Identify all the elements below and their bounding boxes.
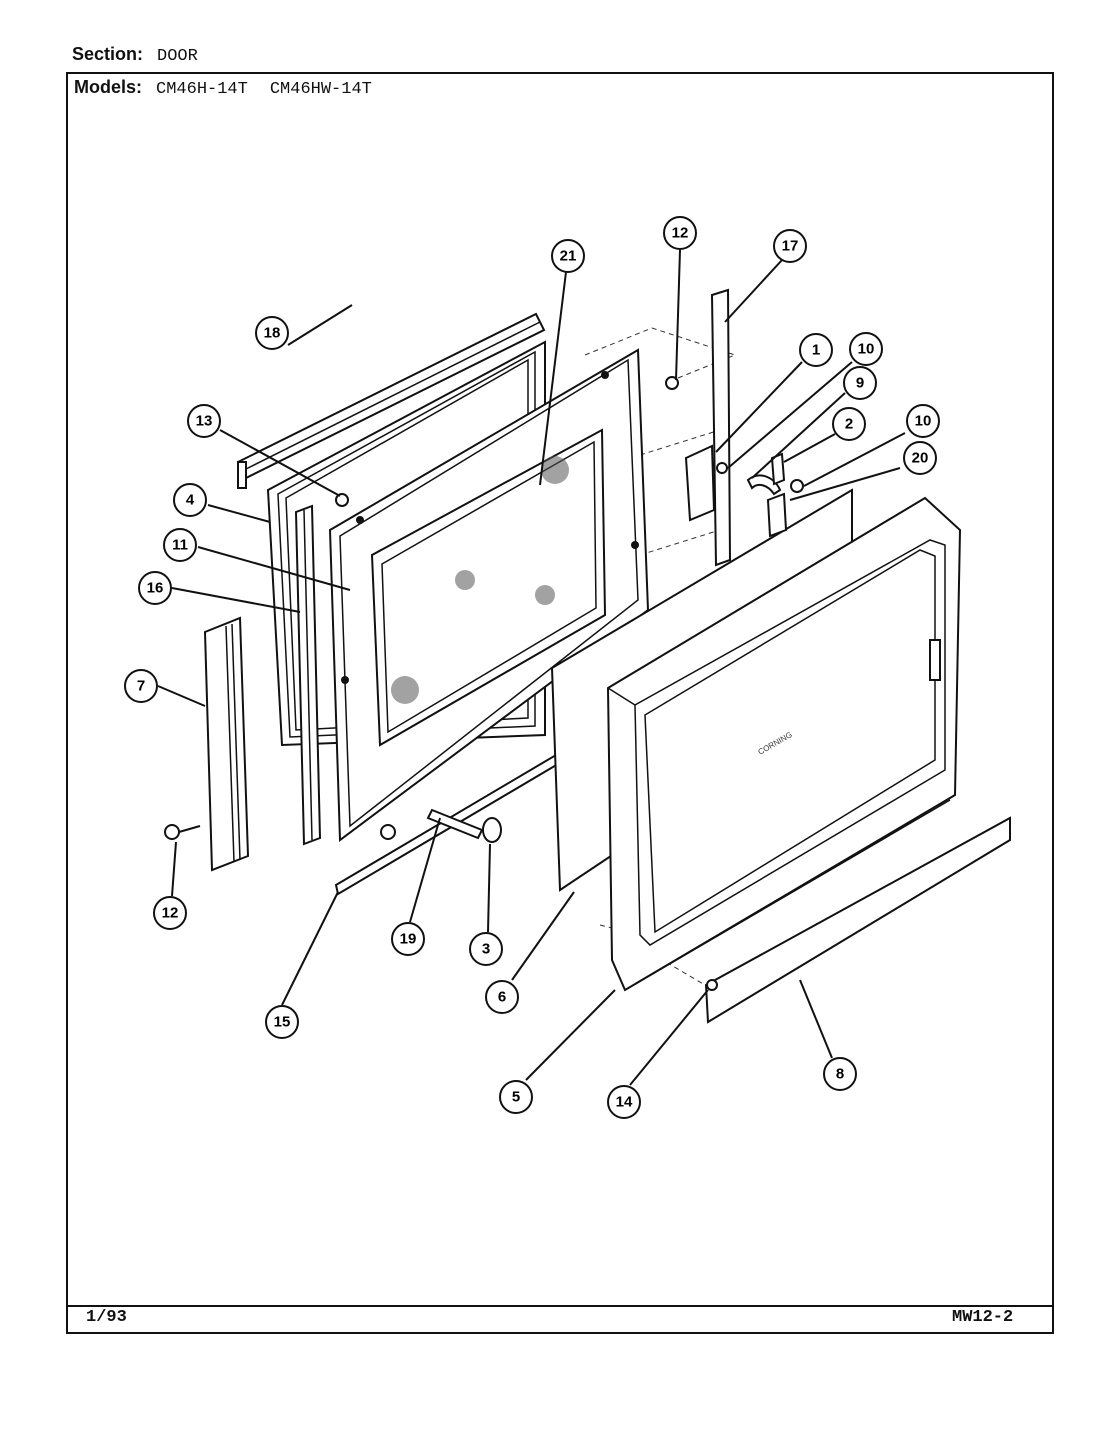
bottom-screw-part: [706, 979, 718, 991]
side-seal-part: [294, 504, 322, 846]
svg-text:12: 12: [672, 225, 689, 242]
svg-text:8: 8: [836, 1066, 844, 1083]
callout-17: 17: [773, 229, 807, 263]
svg-text:7: 7: [137, 678, 145, 695]
callout-leaders: [157, 249, 906, 1086]
section-heading: Section: DOOR: [72, 44, 198, 66]
footer-date: 1/93: [86, 1308, 127, 1327]
model-number-2: CM46HW-14T: [269, 80, 372, 99]
callout-10-lower: 10: [906, 404, 940, 438]
callout-9: 9: [843, 366, 877, 400]
callout-5: 5: [499, 1080, 533, 1114]
footer-page-code: MW12-2: [952, 1308, 1014, 1327]
svg-text:3: 3: [482, 941, 490, 958]
svg-text:15: 15: [274, 1014, 291, 1031]
callout-18: 18: [255, 316, 289, 350]
top-trim-part: [236, 312, 546, 489]
svg-text:10: 10: [858, 341, 875, 358]
callout-21: 21: [551, 239, 585, 273]
svg-text:10: 10: [915, 413, 932, 430]
model-number-1: CM46H-14T: [156, 80, 248, 99]
svg-text:2: 2: [845, 416, 853, 433]
callout-12-top: 12: [663, 216, 697, 250]
latch-assembly-part: [716, 452, 804, 538]
latch-rod-part: [710, 288, 732, 567]
callout-16: 16: [138, 571, 172, 605]
callout-1: 1: [799, 333, 833, 367]
callout-4: 4: [173, 483, 207, 517]
inner-door-panel-part: [328, 348, 650, 842]
svg-text:9: 9: [856, 375, 864, 392]
callout-13: 13: [187, 404, 221, 438]
section-label: Section:: [72, 44, 144, 64]
bottom-trim-part: [704, 816, 1011, 1024]
callout-3: 3: [469, 932, 503, 966]
callouts: 12 17 21 18 1 10 9 2 10 20 13 4 11 16 7 …: [124, 216, 940, 1119]
callout-8: 8: [823, 1057, 857, 1091]
svg-text:17: 17: [782, 238, 799, 255]
top-screw-part: [665, 376, 679, 390]
svg-text:12: 12: [162, 905, 179, 922]
models-label: Models:: [74, 77, 143, 97]
choke-spacer-part: [380, 808, 484, 840]
svg-text:6: 6: [498, 989, 506, 1006]
svg-text:13: 13: [196, 413, 213, 430]
latch-bracket-part: [684, 444, 716, 522]
svg-text:1: 1: [812, 342, 820, 359]
callout-19: 19: [391, 922, 425, 956]
callout-10-upper: 10: [849, 332, 883, 366]
callout-15: 15: [265, 1005, 299, 1039]
callout-12-hinge: 12: [153, 896, 187, 930]
hinge-screw-part: [164, 824, 201, 840]
callout-11: 11: [163, 528, 197, 562]
svg-text:5: 5: [512, 1089, 520, 1106]
hinge-part: [203, 616, 250, 872]
svg-text:11: 11: [172, 537, 188, 554]
svg-text:19: 19: [400, 931, 417, 948]
svg-text:16: 16: [147, 580, 164, 597]
callout-14: 14: [607, 1085, 641, 1119]
svg-text:14: 14: [616, 1094, 633, 1111]
bumper-part: [482, 817, 502, 843]
section-value: DOOR: [157, 47, 198, 66]
callout-20: 20: [903, 441, 937, 475]
models-heading: Models: CM46H-14T CM46HW-14T: [74, 77, 394, 99]
svg-text:4: 4: [186, 492, 195, 509]
frame-screw-part: [335, 493, 349, 507]
callout-7: 7: [124, 669, 158, 703]
page-frame: [66, 72, 1054, 1334]
footer-divider: [66, 1305, 1054, 1307]
callout-6: 6: [485, 980, 519, 1014]
outer-door-frame-part: [606, 496, 962, 992]
svg-text:20: 20: [912, 450, 929, 467]
callout-2: 2: [832, 407, 866, 441]
svg-text:21: 21: [560, 248, 577, 265]
svg-text:18: 18: [264, 325, 281, 342]
